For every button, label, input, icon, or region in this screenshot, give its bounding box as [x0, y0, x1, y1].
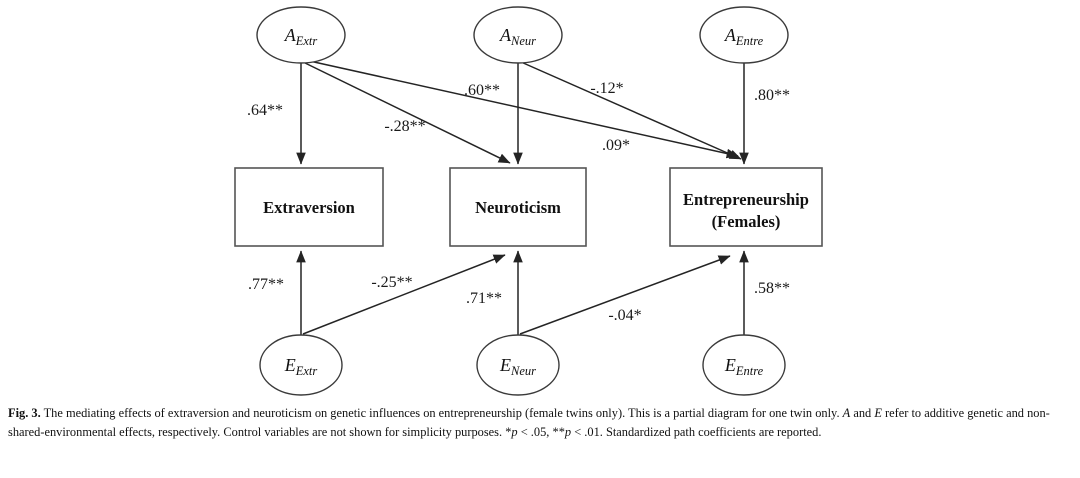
observed-box-entrepreneurship [669, 167, 823, 247]
coefficient-aneur-entrepreneurship: -.12* [590, 80, 623, 97]
latent-label-a-neur: ANeur [499, 25, 536, 48]
latent-node-a-extr[interactable]: AExtr [256, 6, 346, 64]
coefficient-aextr-entrepreneurship: .09* [602, 137, 630, 154]
path-aextr-entrepreneurship [304, 59, 739, 159]
observed-node-extraversion[interactable]: Extraversion [234, 167, 384, 247]
path-eextr-neuroticism [302, 254, 506, 335]
observed-node-entrepreneurship[interactable]: Entrepreneurship (Females) [669, 167, 823, 247]
path-eneur-entrepreneurship [519, 255, 731, 335]
latent-ellipse-e-neur [476, 334, 560, 396]
caption-star-single: * [505, 424, 512, 439]
caption-p-single: p [511, 424, 518, 439]
observed-label-neuroticism: Neuroticism [475, 198, 561, 217]
coefficient-labels: .64** -.28** .09* .60** -.12* .80** .77*… [247, 80, 790, 324]
latent-node-e-extr[interactable]: EExtr [259, 334, 343, 396]
coefficient-aentre-entrepreneurship: .80** [754, 87, 790, 104]
latent-ellipse-a-extr [256, 6, 346, 64]
observed-box-neuroticism [449, 167, 587, 247]
caption-text-2: refer to additive genetic and non-shared… [8, 406, 1050, 439]
figure-number: Fig. 3. [8, 406, 41, 420]
caption-star-double: ** [552, 424, 565, 439]
coefficient-aextr-neuroticism: -.28** [384, 118, 425, 135]
caption-text-1: The mediating effects of extraversion an… [43, 406, 843, 420]
caption-threshold-single: < .05, [517, 424, 553, 439]
latent-label-e-entre: EEntre [724, 355, 764, 378]
coefficient-aneur-neuroticism: .60** [464, 82, 500, 99]
latent-label-e-extr: EExtr [284, 355, 318, 378]
caption-symbol-e: E [874, 406, 882, 420]
latent-ellipse-a-neur [473, 6, 563, 64]
caption-p-double: p [564, 424, 572, 439]
figure-caption: Fig. 3. The mediating effects of extrave… [8, 404, 1072, 442]
observed-box-extraversion [234, 167, 384, 247]
coefficient-eneur-neuroticism: .71** [466, 290, 502, 307]
latent-node-a-entre[interactable]: AEntre [699, 6, 789, 64]
caption-conjunction: and [850, 406, 875, 420]
latent-node-e-entre[interactable]: EEntre [702, 334, 786, 396]
latent-label-a-entre: AEntre [724, 25, 764, 48]
observed-label-extraversion: Extraversion [263, 198, 355, 217]
observed-label-entrepreneurship-line1: Entrepreneurship [683, 190, 809, 209]
sem-path-diagram: AExtr ANeur AEntre Extraversion Neurotic… [234, 6, 823, 396]
caption-symbol-a: A [842, 406, 851, 420]
latent-ellipse-e-entre [702, 334, 786, 396]
latent-ellipse-a-entre [699, 6, 789, 64]
coefficient-eneur-entrepreneurship: -.04* [608, 307, 641, 324]
latent-node-a-neur[interactable]: ANeur [473, 6, 563, 64]
coefficient-aextr-extraversion: .64** [247, 102, 283, 119]
path-aextr-neuroticism [302, 61, 511, 164]
caption-threshold-double: < .01. Standardized path coefficients ar… [571, 424, 822, 439]
coefficient-eextr-neuroticism: -.25** [371, 274, 412, 291]
coefficient-eentre-entrepreneurship: .58** [754, 280, 790, 297]
latent-label-e-neur: ENeur [499, 355, 536, 378]
latent-label-a-extr: AExtr [284, 25, 318, 48]
path-aneur-entrepreneurship [520, 61, 742, 160]
observed-node-neuroticism[interactable]: Neuroticism [449, 167, 587, 247]
latent-ellipse-e-extr [259, 334, 343, 396]
path-arrows [296, 59, 749, 335]
coefficient-eextr-extraversion: .77** [248, 276, 284, 293]
observed-label-entrepreneurship-line2: (Females) [712, 212, 781, 231]
latent-node-e-neur[interactable]: ENeur [476, 334, 560, 396]
